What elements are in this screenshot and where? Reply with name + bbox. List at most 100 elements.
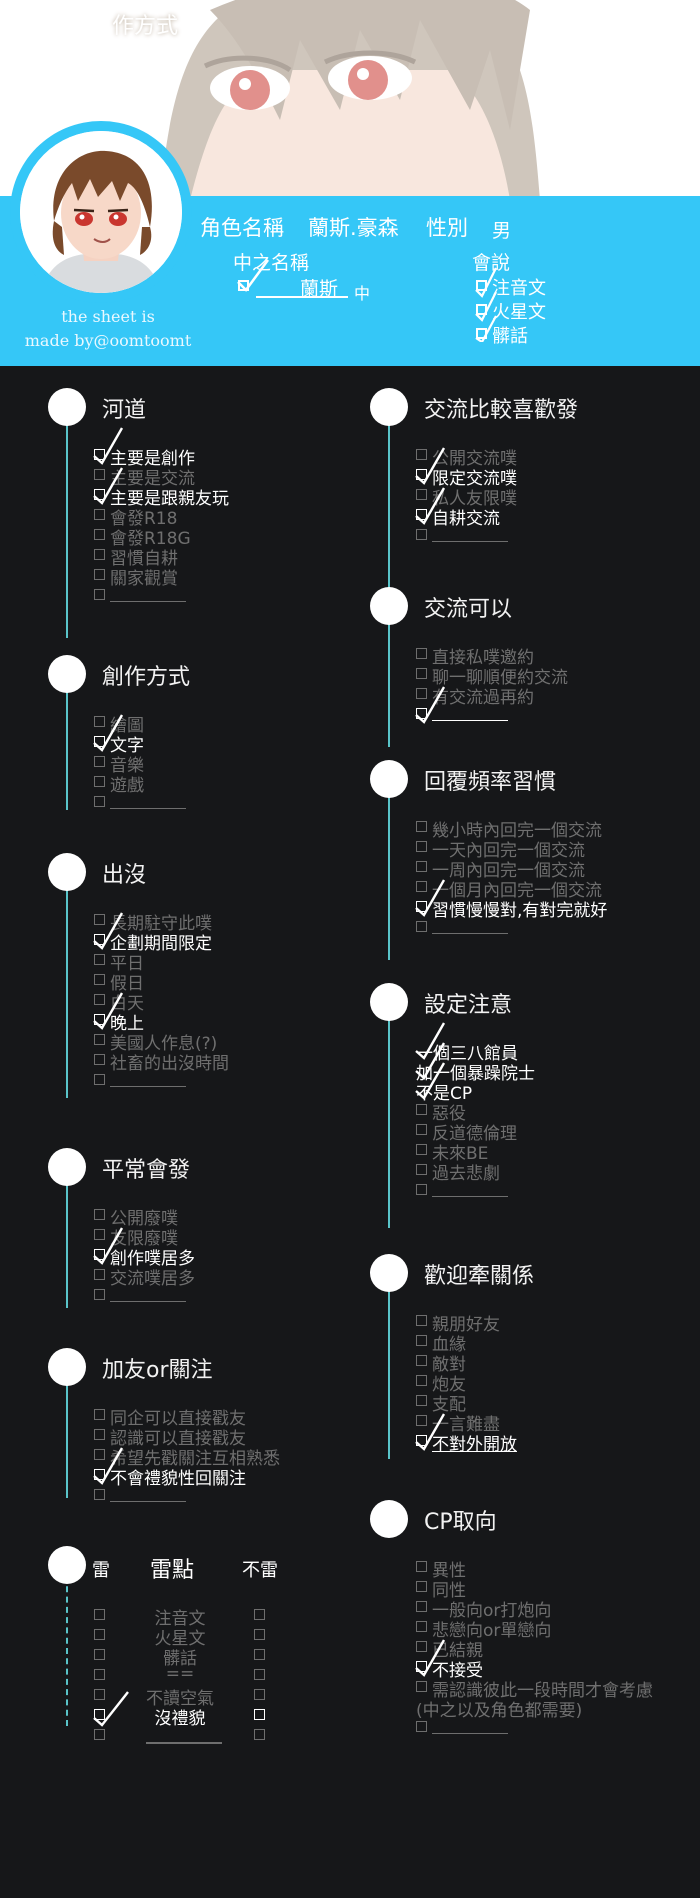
checkbox[interactable] bbox=[94, 1269, 105, 1280]
item-label: 公開廢噗 bbox=[110, 1209, 178, 1229]
checkbox[interactable] bbox=[94, 954, 105, 965]
item-label: 悲戀向or單戀向 bbox=[432, 1621, 552, 1641]
checkbox[interactable] bbox=[94, 756, 105, 767]
checkbox[interactable] bbox=[94, 776, 105, 787]
mine-right-checkbox[interactable] bbox=[254, 1649, 265, 1660]
left-section-2-title: 出沒 bbox=[102, 863, 147, 888]
checkbox[interactable] bbox=[94, 716, 105, 727]
checkbox[interactable] bbox=[94, 796, 105, 807]
checkbox[interactable] bbox=[416, 1184, 427, 1195]
blank-line bbox=[110, 1501, 186, 1502]
mine-right-checkbox[interactable] bbox=[254, 1689, 265, 1700]
checkbox[interactable] bbox=[416, 1561, 427, 1572]
mine-right-checkbox[interactable] bbox=[254, 1729, 265, 1740]
checkbox[interactable] bbox=[416, 841, 427, 852]
checkbox[interactable] bbox=[416, 881, 427, 892]
checkbox[interactable] bbox=[416, 1335, 427, 1346]
mine-right-checkbox[interactable] bbox=[254, 1609, 265, 1620]
item-label: 友限廢噗 bbox=[110, 1229, 178, 1249]
nickname-underline bbox=[256, 296, 348, 298]
mine-item-label: 注音文 bbox=[154, 1609, 206, 1629]
checkbox[interactable] bbox=[94, 1229, 105, 1240]
mine-left-checkbox[interactable] bbox=[94, 1609, 105, 1620]
mine-left-checkbox[interactable] bbox=[94, 1629, 105, 1640]
blank-line bbox=[432, 1733, 508, 1734]
checkbox[interactable] bbox=[416, 1395, 427, 1406]
item-label: 主要是創作 bbox=[110, 449, 195, 469]
header-art: 作方式 bbox=[0, 0, 700, 200]
checkbox[interactable] bbox=[94, 509, 105, 520]
checkbox[interactable] bbox=[416, 1315, 427, 1326]
checkbox[interactable] bbox=[416, 1355, 427, 1366]
mine-left-checkbox[interactable] bbox=[94, 1649, 105, 1660]
checkbox[interactable] bbox=[416, 1164, 427, 1175]
checkbox[interactable] bbox=[94, 914, 105, 925]
checkbox[interactable] bbox=[94, 569, 105, 580]
checkbox[interactable] bbox=[416, 821, 427, 832]
checkbox[interactable] bbox=[94, 469, 105, 480]
item-label: 不對外開放 bbox=[432, 1435, 517, 1455]
blank-line bbox=[432, 541, 508, 542]
checkbox[interactable] bbox=[416, 1621, 427, 1632]
mine-left-checkbox[interactable] bbox=[94, 1669, 105, 1680]
speak-checkbox-1[interactable] bbox=[476, 280, 487, 291]
checkbox[interactable] bbox=[94, 589, 105, 600]
mine-left-checkbox[interactable] bbox=[94, 1689, 105, 1700]
checkbox[interactable] bbox=[416, 1124, 427, 1135]
character-face-art bbox=[160, 0, 540, 200]
checkbox[interactable] bbox=[416, 529, 427, 540]
checkbox[interactable] bbox=[416, 668, 427, 679]
checkbox[interactable] bbox=[416, 861, 427, 872]
mine-right-checkbox[interactable] bbox=[254, 1709, 265, 1720]
item-label: 親朋好友 bbox=[432, 1315, 500, 1335]
mine-right-checkbox[interactable] bbox=[254, 1629, 265, 1640]
checkbox[interactable] bbox=[416, 648, 427, 659]
checkbox[interactable] bbox=[416, 1641, 427, 1652]
mine-right-checkbox[interactable] bbox=[254, 1669, 265, 1680]
checkbox[interactable] bbox=[416, 1581, 427, 1592]
checkbox[interactable] bbox=[416, 1415, 427, 1426]
checkbox[interactable] bbox=[416, 1104, 427, 1115]
item-label: 同性 bbox=[432, 1581, 466, 1601]
checkbox[interactable] bbox=[94, 1074, 105, 1085]
checkbox[interactable] bbox=[416, 1375, 427, 1386]
mine-left-checkbox[interactable] bbox=[94, 1709, 105, 1720]
checkbox[interactable] bbox=[416, 1601, 427, 1612]
checkbox[interactable] bbox=[416, 1681, 427, 1692]
item-label: 一言難盡 bbox=[432, 1415, 500, 1435]
checkbox[interactable] bbox=[94, 1489, 105, 1500]
checkbox[interactable] bbox=[94, 549, 105, 560]
item-label: 關家觀賞 bbox=[110, 569, 178, 589]
checkbox[interactable] bbox=[94, 1034, 105, 1045]
name-label: 角色名稱 bbox=[200, 216, 284, 240]
checkbox[interactable] bbox=[416, 489, 427, 500]
checkbox[interactable] bbox=[94, 1289, 105, 1300]
checkbox[interactable] bbox=[416, 449, 427, 460]
check-mark-icon bbox=[93, 1227, 124, 1265]
item-label: 一般向or打炮向 bbox=[432, 1601, 552, 1621]
right-section-1-title: 交流可以 bbox=[424, 597, 513, 622]
left-section-0-dot bbox=[48, 388, 86, 426]
checkbox[interactable] bbox=[416, 1144, 427, 1155]
checkbox[interactable] bbox=[94, 994, 105, 1005]
item-label: 炮友 bbox=[432, 1375, 466, 1395]
left-section-2-line bbox=[66, 873, 68, 1098]
mine-left-checkbox[interactable] bbox=[94, 1729, 105, 1740]
checkbox[interactable] bbox=[94, 974, 105, 985]
checkbox[interactable] bbox=[94, 1054, 105, 1065]
right-section-5-title: CP取向 bbox=[424, 1510, 497, 1535]
checkbox[interactable] bbox=[416, 1721, 427, 1732]
item-label: 自耕交流 bbox=[432, 509, 500, 529]
checkbox[interactable] bbox=[94, 1449, 105, 1460]
checkbox[interactable] bbox=[94, 1429, 105, 1440]
checkbox[interactable] bbox=[94, 529, 105, 540]
checkbox[interactable] bbox=[416, 688, 427, 699]
mine-dashed-line bbox=[66, 1576, 68, 1726]
avatar-portrait-icon bbox=[20, 131, 182, 293]
checkbox[interactable] bbox=[94, 1209, 105, 1220]
speak-checkbox-2[interactable] bbox=[476, 304, 487, 315]
checkbox[interactable] bbox=[416, 921, 427, 932]
item-label: 會發R18 bbox=[110, 509, 178, 529]
checkbox[interactable] bbox=[94, 1409, 105, 1420]
